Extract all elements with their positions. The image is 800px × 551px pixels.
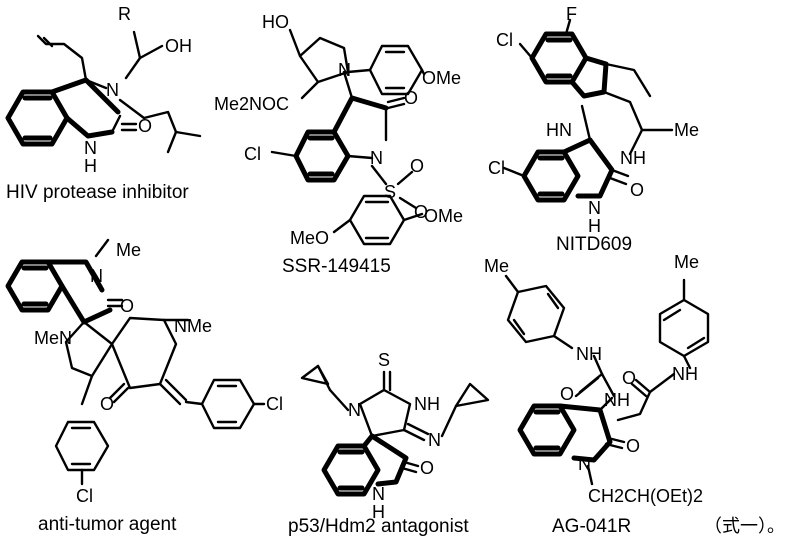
nitd-atom-o: O [630,180,644,200]
anti-atom-o-ind: O [120,296,134,316]
ssr-atom-o1: O [410,156,424,176]
ssr-atom-s: S [384,182,396,202]
p53-atom-s: S [378,350,390,370]
p53-atom-n-imine: N [428,430,441,450]
nitd-atom-n: N [588,198,601,218]
ag-atom-o-urea: O [560,384,574,404]
nitd-atom-f: F [566,4,577,24]
hiv-atom-o: O [138,116,152,136]
structure-anti-tumor-agent: Me N O MeN NMe O Cl Cl anti-tumor agent [5,238,283,535]
ag-atom-chain: CH2CH(OEt)2 [588,486,703,506]
structure-p53-hdm2-antagonist: S N NH N O N H p53/Hdm2 antagonist [288,350,490,537]
p53-atom-nh: NH [414,394,440,414]
ag-atom-nh-top: NH [576,344,602,364]
formula-tag: （式一）。 [704,516,785,537]
nitd-atom-h: H [588,216,601,236]
ssr-atom-n-ind: N [370,148,383,168]
anti-atom-nme: NMe [174,316,212,336]
ssr-atom-o2: O [414,202,428,222]
nitd-atom-cl: Cl [488,158,505,178]
ssr-atom-me2noc: Me2NOC [214,94,289,114]
anti-atom-cl-right: Cl [266,394,283,414]
caption-nitd609: NITD609 [556,234,632,255]
hiv-atom-n-ring: N [84,138,97,158]
structure-ag-041r: Me Me NH O NH O NH N O CH2CH(OEt)2 AG-04… [484,252,710,537]
ssr-atom-o: O [404,88,418,108]
structure-nitd609: F Cl HN Me NH Cl O N H NITD609 [488,4,699,255]
ag-atom-me-left: Me [484,256,509,276]
caption-p53-hdm2-antagonist: p53/Hdm2 antagonist [288,516,469,537]
anti-atom-cl-bottom: Cl [76,486,93,506]
hiv-atom-r: R [118,4,131,24]
p53-atom-n-left: N [348,400,361,420]
ag-atom-nh-right: NH [672,364,698,384]
ssr-atom-ome-top: OMe [422,68,461,88]
ag-atom-o: O [626,436,640,456]
anti-atom-me: Me [116,240,141,260]
ssr-atom-ome-mid: OMe [424,206,463,226]
caption-ssr-149415: SSR-149415 [282,256,391,277]
ssr-atom-n-pyr: N [338,60,351,80]
structure-hiv-protease-inhibitor: R OH N O N H HIV protease inhibitor [5,4,202,203]
ag-atom-n: N [578,454,591,474]
nitd-atom-hn: HN [546,120,572,140]
caption-anti-tumor-agent: anti-tumor agent [38,514,177,535]
ssr-atom-ho: HO [262,12,289,32]
p53-atom-o: O [420,458,434,478]
anti-atom-o: O [100,394,114,414]
anti-atom-men: MeN [34,328,72,348]
ag-atom-nh-ind: NH [604,390,630,410]
hiv-atom-n: N [106,80,119,100]
ssr-atom-meo: MeO [290,228,329,248]
ag-atom-me-right: Me [674,252,699,272]
ssr-atom-cl: Cl [244,144,261,164]
hiv-atom-h: H [84,156,97,176]
hiv-atom-oh: OH [165,36,192,56]
caption-ag-041r: AG-041R [552,516,631,537]
p53-atom-n: N [372,484,385,504]
anti-atom-n-ind: N [90,266,103,286]
structure-ssr-149415: HO N OMe Me2NOC O Cl N S O O OMe MeO SSR… [214,12,463,277]
nitd-atom-me: Me [674,120,699,140]
caption-hiv-protease-inhibitor: HIV protease inhibitor [6,182,189,203]
nitd-atom-cl-top: Cl [496,30,513,50]
p53-atom-h: H [372,502,385,522]
nitd-atom-nh: NH [620,148,646,168]
ag-atom-o-amide: O [622,368,636,388]
